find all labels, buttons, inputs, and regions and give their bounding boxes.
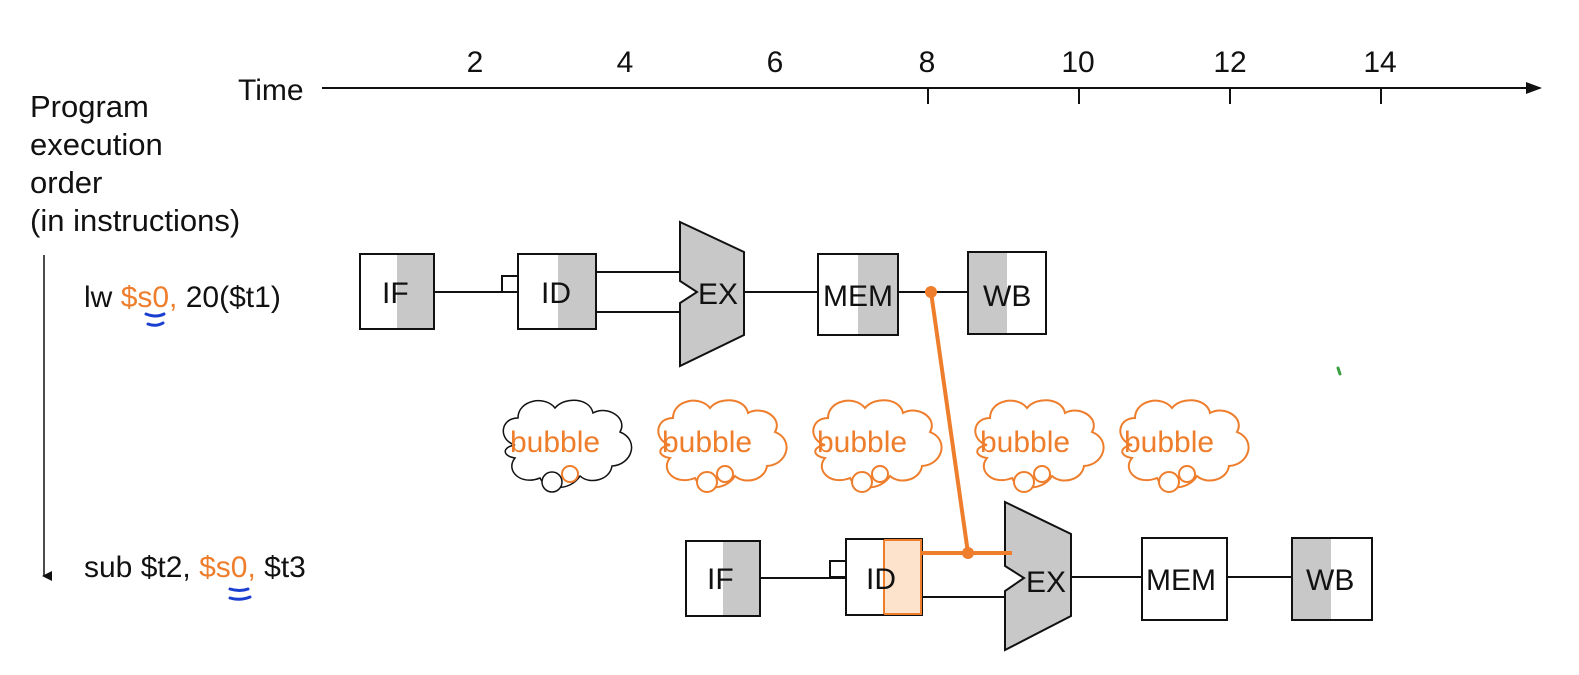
sub-if-label: IF <box>707 563 734 596</box>
lw-opcode: lw <box>84 281 113 314</box>
lw-mem-stage: MEM <box>817 253 899 336</box>
lw-if-stage: IF <box>359 253 435 330</box>
sub-opcode: sub $t2, <box>84 551 191 584</box>
lw-ex-stage: EX <box>679 220 745 368</box>
time-axis-label: Time <box>238 74 304 107</box>
sub-mem-label: MEM <box>1146 564 1216 597</box>
sub-ex-label: EX <box>1026 566 1066 599</box>
sub-pipeline: IF ID EX MEM WB <box>685 500 1373 652</box>
bubble-3-label: bubble <box>817 426 907 459</box>
sub-wb-label: WB <box>1306 564 1354 597</box>
instruction-sub: sub $t2, $s0, $t3 <box>84 553 306 583</box>
tick-label-6: 6 <box>766 46 784 79</box>
lw-pipeline: IF ID EX MEM W <box>359 220 1047 368</box>
bubble-5-label: bubble <box>1124 426 1214 459</box>
sub-ex-stage: EX <box>1004 500 1072 652</box>
bubble-5: bubble <box>1119 399 1250 493</box>
bubble-1: bubble <box>502 399 633 493</box>
lw-wb-label: WB <box>983 280 1031 313</box>
forwarding-target-dot <box>962 547 974 559</box>
tick-label-10: 10 <box>1061 46 1095 79</box>
sub-src-underline <box>228 587 252 601</box>
program-order-label: Program execution order (in instructions… <box>30 88 240 240</box>
sub-wb-stage: WB <box>1291 537 1373 621</box>
order-label-line-4: (in instructions) <box>30 203 241 238</box>
lw-if-label: IF <box>382 277 409 310</box>
lw-dest-register: $s0, <box>120 281 178 314</box>
bubble-4-label: bubble <box>980 426 1070 459</box>
lw-wb-stage: WB <box>967 251 1047 335</box>
sub-if-stage: IF <box>685 540 761 617</box>
tick-label-12: 12 <box>1213 46 1247 79</box>
order-label-line-3: order <box>30 165 103 200</box>
lw-mem-label: MEM <box>823 280 893 313</box>
sub-operands: $t3 <box>264 551 306 584</box>
forwarding-source-dot <box>925 286 937 298</box>
sub-src-register: $s0, <box>199 551 256 584</box>
bubble-2: bubble <box>657 399 788 493</box>
lw-id-label: ID <box>541 277 571 310</box>
sub-id-stage: ID <box>829 538 923 616</box>
instruction-lw: lw $s0, 20($t1) <box>84 283 281 313</box>
lw-dest-underline <box>144 312 166 327</box>
order-label-line-2: execution <box>30 127 163 162</box>
stray-green-mark <box>1336 366 1342 376</box>
tick-label-2: 2 <box>466 46 484 79</box>
bubble-4: bubble <box>974 399 1105 493</box>
sub-mem-stage: MEM <box>1141 537 1228 621</box>
tick-label-8: 8 <box>918 46 936 79</box>
order-label-line-1: Program <box>30 89 149 124</box>
tick-label-14: 14 <box>1363 46 1397 79</box>
lw-ex-label: EX <box>698 278 738 311</box>
lw-id-stage: ID <box>501 253 597 330</box>
bubble-3: bubble <box>812 399 943 493</box>
sub-id-label: ID <box>866 563 896 596</box>
tick-label-4: 4 <box>616 46 634 79</box>
bubble-1-label: bubble <box>510 426 600 459</box>
forwarding-path <box>922 286 1012 559</box>
bubble-2-label: bubble <box>662 426 752 459</box>
lw-operands: 20($t1) <box>185 281 281 314</box>
